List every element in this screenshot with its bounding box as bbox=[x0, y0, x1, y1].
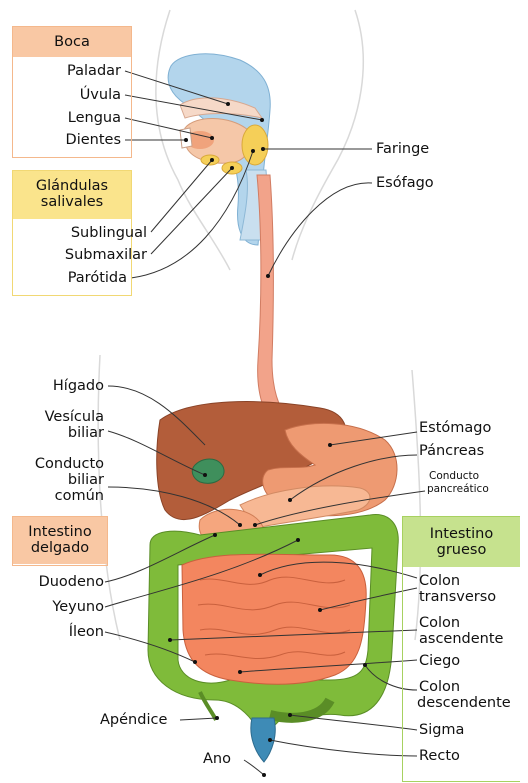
label-conducto-pancreatico-line1: Conducto bbox=[429, 471, 479, 482]
intestino-delgado-title-line1: Intestino bbox=[13, 524, 107, 540]
label-estomago: Estómago bbox=[419, 420, 491, 436]
label-esofago: Esófago bbox=[376, 175, 434, 191]
boca-header: Boca bbox=[13, 27, 131, 57]
small-intestine-shape bbox=[182, 554, 366, 684]
label-sublingual: Sublingual bbox=[71, 225, 147, 241]
label-colon-ascendente-line1: Colon bbox=[419, 615, 460, 631]
label-yeyuno: Yeyuno bbox=[52, 599, 104, 615]
parotid-gland-shape bbox=[242, 125, 268, 165]
label-colon-descendente-line2: descendente bbox=[417, 695, 511, 711]
label-vesicula-line1: Vesícula bbox=[45, 409, 104, 425]
esophagus-shape bbox=[257, 175, 290, 430]
label-conducto-pancreatico-line2: pancreático bbox=[427, 484, 489, 495]
intestino-delgado-box: Intestino delgado bbox=[12, 516, 108, 566]
label-sigma: Sigma bbox=[419, 722, 464, 738]
label-ciego: Ciego bbox=[419, 653, 460, 669]
intestino-delgado-title-line2: delgado bbox=[13, 540, 107, 556]
label-uvula: Úvula bbox=[80, 87, 121, 103]
label-colon-transverso-line1: Colon bbox=[419, 573, 460, 589]
label-apendice: Apéndice bbox=[100, 712, 167, 728]
label-submaxilar: Submaxilar bbox=[65, 247, 147, 263]
label-paladar: Paladar bbox=[67, 63, 121, 79]
label-duodeno: Duodeno bbox=[39, 574, 104, 590]
label-colon-transverso-line2: transverso bbox=[419, 589, 496, 605]
label-conducto-biliar-line1: Conducto bbox=[35, 456, 104, 472]
label-conducto-biliar-line3: común bbox=[55, 488, 104, 504]
glandulas-title-line1: Glándulas bbox=[13, 178, 131, 194]
label-ileon: Íleon bbox=[69, 624, 104, 640]
label-conducto-biliar-line2: biliar bbox=[68, 472, 104, 488]
intestino-grueso-box: Intestino grueso bbox=[402, 516, 520, 782]
label-dientes: Dientes bbox=[66, 132, 121, 148]
intestino-grueso-title-line1: Intestino bbox=[403, 526, 520, 542]
label-parotida: Parótida bbox=[68, 270, 127, 286]
label-higado: Hígado bbox=[53, 378, 104, 394]
label-colon-ascendente-line2: ascendente bbox=[419, 631, 503, 647]
intestino-delgado-header: Intestino delgado bbox=[13, 517, 107, 564]
label-pancreas: Páncreas bbox=[419, 443, 484, 459]
label-vesicula-line2: biliar bbox=[68, 425, 104, 441]
intestino-grueso-header: Intestino grueso bbox=[403, 517, 520, 567]
label-lengua: Lengua bbox=[68, 110, 121, 126]
label-recto: Recto bbox=[419, 748, 460, 764]
label-ano: Ano bbox=[203, 751, 231, 767]
label-faringe: Faringe bbox=[376, 141, 429, 157]
intestino-grueso-title-line2: grueso bbox=[403, 542, 520, 558]
glandulas-title-line2: salivales bbox=[13, 194, 131, 210]
glandulas-header: Glándulas salivales bbox=[13, 171, 131, 219]
label-colon-descendente-line1: Colon bbox=[419, 679, 460, 695]
